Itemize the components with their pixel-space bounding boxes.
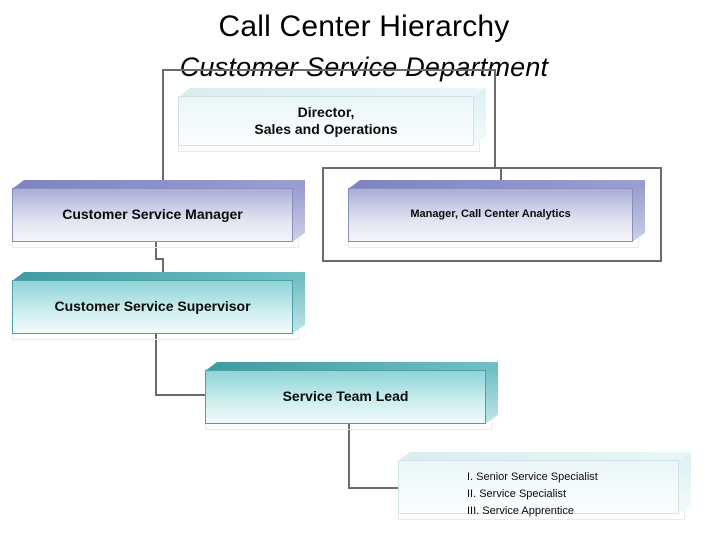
node-director[interactable]: Director, Sales and Operations bbox=[178, 88, 486, 152]
connector-into-specialists bbox=[348, 487, 400, 489]
node-customer-service-supervisor[interactable]: Customer Service Supervisor bbox=[12, 272, 305, 340]
node-customer-service-manager-label: Customer Service Manager bbox=[12, 188, 293, 242]
connector-cs-supervisor-entry bbox=[162, 258, 164, 276]
node-director-top-bevel bbox=[178, 88, 486, 97]
connector-cs-manager-drop bbox=[155, 242, 157, 260]
page-title: Call Center Hierarchy bbox=[218, 10, 510, 43]
node-analytics-manager-side-bevel bbox=[632, 180, 645, 242]
connector-top-bracket-horizontal bbox=[162, 69, 496, 71]
analytics-group-outline-top-left bbox=[322, 167, 500, 169]
node-specialists-list[interactable]: I. Senior Service Specialist II. Service… bbox=[398, 452, 691, 520]
node-service-team-lead[interactable]: Service Team Lead bbox=[205, 362, 498, 430]
connector-top-bracket-right-drop bbox=[494, 69, 496, 169]
node-director-side-bevel bbox=[473, 88, 486, 146]
node-customer-service-manager[interactable]: Customer Service Manager bbox=[12, 180, 305, 248]
node-analytics-manager-label: Manager, Call Center Analytics bbox=[348, 188, 633, 242]
node-specialists-list-top-bevel bbox=[398, 452, 691, 461]
node-customer-service-manager-side-bevel bbox=[292, 180, 305, 242]
specialist-item-2: II. Service Specialist bbox=[467, 488, 567, 501]
analytics-group-outline bbox=[322, 167, 662, 262]
connector-into-team-lead bbox=[155, 394, 207, 396]
node-customer-service-manager-top-bevel bbox=[12, 180, 305, 189]
specialist-item-1: I. Senior Service Specialist bbox=[467, 471, 598, 483]
connector-cs-supervisor-drop bbox=[155, 334, 157, 396]
specialist-item-3: III. Service Apprentice bbox=[467, 505, 574, 518]
node-director-face: Director, Sales and Operations bbox=[178, 96, 474, 146]
node-specialists-list-face: I. Senior Service Specialist II. Service… bbox=[398, 460, 679, 517]
node-analytics-manager[interactable]: Manager, Call Center Analytics bbox=[348, 180, 645, 248]
node-customer-service-supervisor-top-bevel bbox=[12, 272, 305, 281]
page-subtitle: Customer Service Department bbox=[179, 52, 549, 82]
node-specialists-list-side-bevel bbox=[678, 452, 691, 514]
connector-director-to-analytics-manager bbox=[500, 167, 502, 183]
analytics-group-outline-top-right bbox=[500, 167, 662, 169]
node-director-label-line2: Sales and Operations bbox=[254, 121, 398, 137]
node-service-team-lead-label: Service Team Lead bbox=[205, 370, 486, 424]
node-customer-service-supervisor-label: Customer Service Supervisor bbox=[12, 280, 293, 334]
node-analytics-manager-top-bevel bbox=[348, 180, 645, 189]
connector-cs-manager-jog bbox=[155, 258, 164, 260]
node-customer-service-supervisor-side-bevel bbox=[292, 272, 305, 334]
connector-team-lead-drop bbox=[348, 424, 350, 489]
node-service-team-lead-side-bevel bbox=[485, 362, 498, 424]
connector-director-to-cs-manager bbox=[162, 69, 164, 182]
node-service-team-lead-top-bevel bbox=[205, 362, 498, 371]
node-director-label-line1: Director, bbox=[297, 103, 355, 120]
